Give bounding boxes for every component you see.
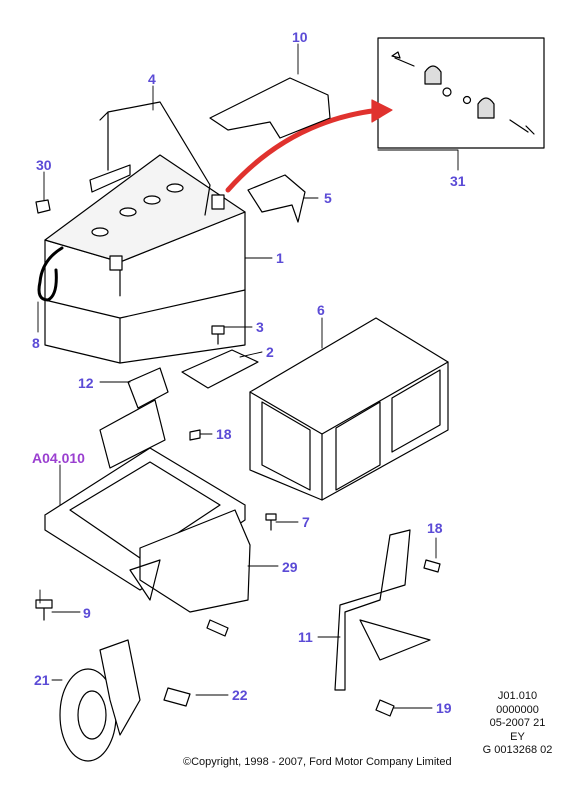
detail-arrow [225,107,383,193]
drawing-code: J01.010 [497,690,538,702]
bolt-19 [375,699,395,717]
callout-30: 30 [36,157,52,173]
callout-6: 6 [317,302,325,318]
terminal-cover [209,77,331,139]
push-pin-7 [265,513,277,531]
clamp-plate-2 [181,349,259,389]
bolt-3 [211,325,225,345]
bracket-5 [247,174,306,223]
bolt-18a [189,429,201,441]
callout-18-lower: 18 [427,520,443,536]
callout-3: 3 [256,319,264,335]
battery-cable [37,246,64,302]
callout-18-upper: 18 [216,426,232,442]
drawing-number: 0000000 [496,703,539,716]
callout-22: 22 [232,687,248,703]
drawing-reference-block: J01.010 0000000 05-2007 21 EY G 0013268 … [470,690,565,758]
reference-a04-010: A04.010 [32,450,85,466]
copyright-notice: ©Copyright, 1998 - 2007, Ford Motor Comp… [183,756,452,768]
battery-clamp [89,101,211,216]
battery-box [249,317,449,501]
push-pin-9 [35,599,53,621]
callout-8: 8 [32,335,40,351]
bracket-11 [334,529,431,691]
callout-2: 2 [266,344,274,360]
bolt-22 [163,687,191,707]
callout-10: 10 [292,29,308,45]
battery [44,154,246,364]
bracket-29 [129,509,251,613]
callout-9: 9 [83,605,91,621]
callout-5: 5 [324,190,332,206]
push-pin-30 [35,199,51,214]
drawing-date: 05-2007 21 [489,717,546,729]
bolt-18b [423,559,441,573]
callout-12: 12 [78,375,94,391]
callout-19: 19 [436,700,452,716]
leader-lines [37,43,459,709]
drawing-lang: EY [510,730,525,743]
callout-31: 31 [450,173,466,189]
callout-11: 11 [298,629,313,645]
detail-box-31 [377,37,545,149]
callout-21: 21 [34,672,50,688]
callout-1: 1 [276,250,284,266]
callout-7: 7 [302,514,310,530]
callout-29: 29 [282,559,298,575]
horn [59,639,141,762]
bolt-29 [206,619,229,637]
drawing-id: G 0013268 02 [482,744,553,756]
callout-4: 4 [148,71,156,87]
